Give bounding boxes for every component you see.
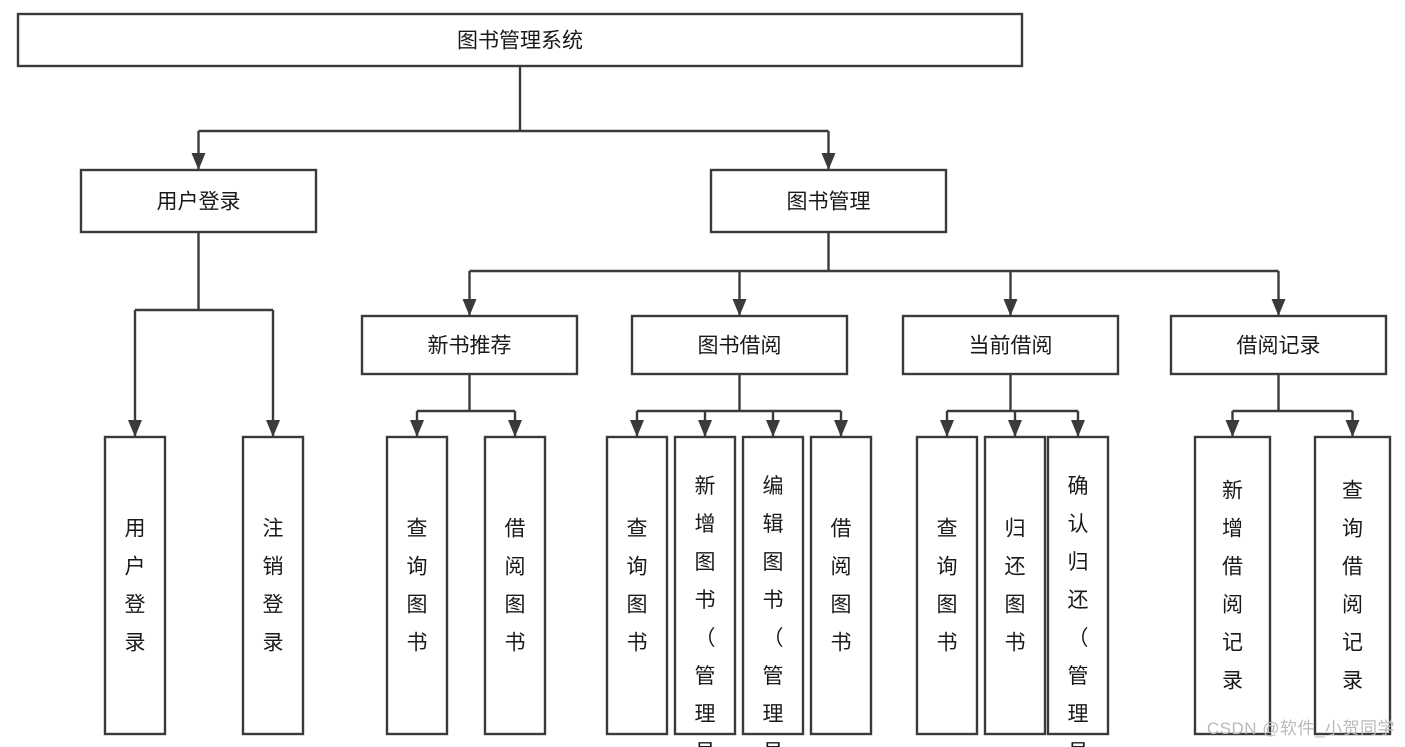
arrow-head-icon: [1003, 299, 1018, 316]
node-confirm-return[interactable]: 确认归还（管理员）: [1046, 435, 1110, 747]
arrow-head-icon: [462, 299, 477, 316]
node-book-borrow[interactable]: 图书借阅: [630, 314, 849, 376]
node-root[interactable]: 图书管理系统: [16, 12, 1024, 68]
node-borrow-book-2[interactable]: 借阅图书: [809, 435, 873, 736]
arrow-head-icon: [1271, 299, 1286, 316]
node-add-book[interactable]: 新增图书（管理员）: [673, 435, 737, 747]
arrow-head-icon: [191, 153, 206, 170]
node-box-return-book: [983, 435, 1047, 736]
node-label-book-manage: 图书管理: [787, 191, 871, 214]
node-box-confirm-return: [1046, 435, 1110, 736]
node-box-query-book-3: [915, 435, 979, 736]
node-user-login[interactable]: 用户登录: [79, 168, 318, 234]
node-borrow-records[interactable]: 借阅记录: [1169, 314, 1388, 376]
node-label-query-borrow-record: 查询借阅记录: [1342, 479, 1363, 692]
node-label-user-login-do: 用户登录: [125, 517, 146, 654]
arrow-head-icon: [630, 420, 644, 437]
node-box-user-login: [79, 168, 318, 234]
node-label-new-book-rec: 新书推荐: [428, 335, 512, 358]
arrow-head-icon: [128, 420, 142, 437]
node-book-manage[interactable]: 图书管理: [709, 168, 948, 234]
node-label-borrow-records: 借阅记录: [1237, 335, 1321, 358]
arrow-head-icon: [940, 420, 954, 437]
node-label-add-book: 新增图书（管理员）: [695, 475, 716, 747]
node-label-user-login: 用户登录: [157, 191, 241, 214]
connectors-layer: [128, 66, 1360, 437]
node-box-query-borrow-record: [1313, 435, 1392, 736]
node-box-query-book-1: [385, 435, 449, 736]
arrow-head-icon: [266, 420, 280, 437]
node-label-borrow-book-2: 借阅图书: [831, 517, 852, 654]
node-return-book[interactable]: 归还图书: [983, 435, 1047, 736]
node-label-return-book: 归还图书: [1005, 517, 1026, 654]
arrow-head-icon: [698, 420, 712, 437]
arrow-head-icon: [766, 420, 780, 437]
node-box-new-book-rec: [360, 314, 579, 376]
node-label-current-borrow: 当前借阅: [969, 335, 1053, 358]
node-box-borrow-book-1: [483, 435, 547, 736]
node-label-query-book-1: 查询图书: [407, 517, 428, 654]
node-label-query-book-2: 查询图书: [627, 517, 648, 654]
node-user-logout[interactable]: 注销登录: [241, 435, 305, 736]
arrow-head-icon: [1008, 420, 1022, 437]
node-box-borrow-book-2: [809, 435, 873, 736]
arrow-head-icon: [834, 420, 848, 437]
node-box-book-borrow: [630, 314, 849, 376]
node-label-root: 图书管理系统: [457, 30, 583, 53]
node-label-user-logout: 注销登录: [263, 517, 284, 654]
node-current-borrow[interactable]: 当前借阅: [901, 314, 1120, 376]
node-label-borrow-book-1: 借阅图书: [505, 517, 526, 654]
node-box-user-logout: [241, 435, 305, 736]
node-query-borrow-record[interactable]: 查询借阅记录: [1313, 435, 1392, 736]
node-box-root: [16, 12, 1024, 68]
node-query-book-1[interactable]: 查询图书: [385, 435, 449, 736]
arrow-head-icon: [1071, 420, 1085, 437]
node-box-query-book-2: [605, 435, 669, 736]
arrow-head-icon: [732, 299, 747, 316]
node-box-book-manage: [709, 168, 948, 234]
arrow-head-icon: [508, 420, 522, 437]
node-box-add-borrow-record: [1193, 435, 1272, 736]
node-label-book-borrow: 图书借阅: [698, 335, 782, 358]
arrow-head-icon: [410, 420, 424, 437]
node-box-current-borrow: [901, 314, 1120, 376]
node-edit-book[interactable]: 编辑图书（管理员）: [741, 435, 805, 747]
arrow-head-icon: [1225, 420, 1240, 437]
node-box-user-login-do: [103, 435, 167, 736]
node-query-book-2[interactable]: 查询图书: [605, 435, 669, 736]
arrow-head-icon: [821, 153, 836, 170]
node-box-add-book: [673, 435, 737, 736]
node-box-borrow-records: [1169, 314, 1388, 376]
node-borrow-book-1[interactable]: 借阅图书: [483, 435, 547, 736]
node-new-book-rec[interactable]: 新书推荐: [360, 314, 579, 376]
node-label-confirm-return: 确认归还（管理员）: [1068, 475, 1089, 747]
node-user-login-do[interactable]: 用户登录: [103, 435, 167, 736]
node-label-add-borrow-record: 新增借阅记录: [1222, 479, 1243, 692]
node-label-edit-book: 编辑图书（管理员）: [763, 475, 784, 747]
node-box-edit-book: [741, 435, 805, 736]
nodes-layer: 图书管理系统用户登录用户登录注销登录图书管理新书推荐查询图书借阅图书图书借阅查询…: [16, 12, 1392, 747]
node-add-borrow-record[interactable]: 新增借阅记录: [1193, 435, 1272, 736]
arrow-head-icon: [1345, 420, 1360, 437]
node-query-book-3[interactable]: 查询图书: [915, 435, 979, 736]
node-label-query-book-3: 查询图书: [937, 517, 958, 654]
